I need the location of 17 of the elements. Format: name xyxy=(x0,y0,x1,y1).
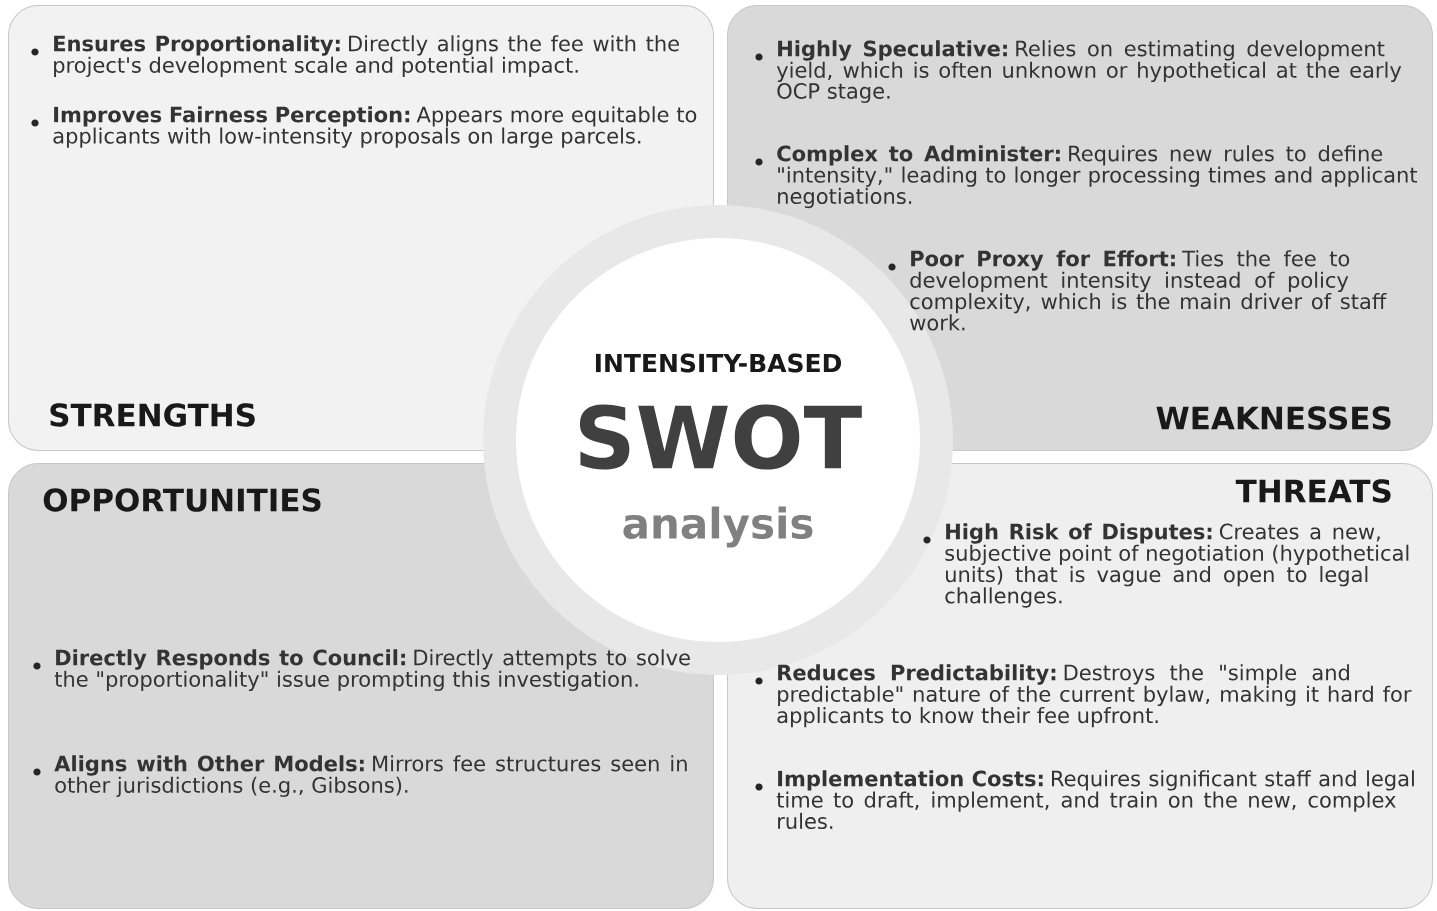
subtitle: analysis xyxy=(623,506,813,548)
heading: THREATS xyxy=(1235,479,1391,503)
title: SWOT xyxy=(579,404,862,470)
bullet-text: Poor Proxy for Effort: Ties the fee to development intensity instead of policy complexity, which is the main driver of staff work. xyxy=(910,250,1387,331)
bullet-text: Complex to Administer: Requires new rules to define "intensity," leading to longer processing times and applicant negotiations. xyxy=(777,145,1418,209)
subtitle: INTENSITY-BASED xyxy=(595,353,842,373)
heading: WEAKNESSES xyxy=(1156,406,1391,430)
bullet-text: Highly Speculative: Relies on estimating development yield, which is often unknown or hypothetical at the early OCP stage. xyxy=(776,40,1402,103)
bullet-text: Ensures Proportionality: Directly aligns the fee with the project's development scale and potential impact. xyxy=(54,35,679,77)
bullet-text: Reduces Predictability: Destroys the "simple and predictable" nature of the current bylaw, making it hard for applicants to know their fee upfront. xyxy=(777,664,1412,728)
heading: STRENGTHS xyxy=(50,403,255,427)
bullet-text: Improves Fairness Perception: Appears more equitable to applicants with low-intensity proposals on large parcels. xyxy=(53,106,697,148)
bullet-text: Aligns with Other Models: Mirrors fee structures seen in other jurisdictions (e.g., Gibsons). xyxy=(54,755,687,798)
bullet-text: Implementation Costs: Requires significant staff and legal time to draft, implement, and train on the new, complex rules. xyxy=(776,770,1414,830)
heading: OPPORTUNITIES xyxy=(43,488,321,512)
bullet-text: Directly Responds to Council: Directly attempts to solve the "proportionality" issue prompting this investigation. xyxy=(54,649,690,692)
bullet-text: High Risk of Disputes: Creates a new, subjective point of negotiation (hypothetical units) that is vague and open to legal challenges. xyxy=(945,523,1409,608)
